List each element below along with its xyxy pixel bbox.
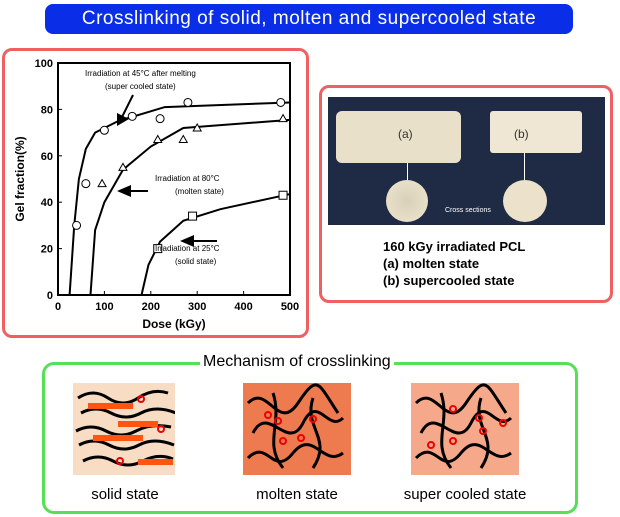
curve-solid xyxy=(140,193,291,296)
arrow-a xyxy=(407,163,408,180)
plot-frame xyxy=(57,62,291,296)
x-tick-label: 300 xyxy=(188,301,206,313)
annotation-arrowhead xyxy=(180,235,194,247)
y-tick-label: 20 xyxy=(41,244,53,256)
pcl-caption-line3: (b) supercooled state xyxy=(383,273,515,288)
slide-title: Crosslinking of solid, molten and superc… xyxy=(45,4,573,34)
annotation-arrowhead xyxy=(117,113,129,126)
point-supercooled xyxy=(276,97,286,107)
x-tick-label: 200 xyxy=(142,301,160,313)
point-supercooled xyxy=(155,114,165,124)
cross-sections-label: Cross sections xyxy=(445,207,491,214)
point-molten xyxy=(118,162,128,171)
mechanism-title: Mechanism of crosslinking xyxy=(200,353,394,371)
label-a: (a) xyxy=(398,127,413,141)
y-tick-label: 40 xyxy=(41,197,53,209)
pcl-photo: (a) (b) Cross sections xyxy=(328,97,605,225)
x-tick-label: 100 xyxy=(95,301,113,313)
annotation-line1: Irradiation at 80°C xyxy=(155,174,220,183)
curve-molten xyxy=(89,118,291,296)
label-b: (b) xyxy=(514,127,529,141)
y-tick-label: 0 xyxy=(47,290,53,302)
molten-state-diagram xyxy=(243,383,351,475)
x-tick-label: 400 xyxy=(234,301,252,313)
sample-a-cross-section xyxy=(386,180,428,222)
x-axis-label: Dose (kGy) xyxy=(142,317,205,331)
solid-state-diagram xyxy=(73,383,175,475)
annotation-line1: Irradiation at 45°C after melting xyxy=(85,69,196,78)
point-solid xyxy=(278,190,288,200)
point-supercooled xyxy=(127,111,137,121)
point-supercooled xyxy=(72,220,82,230)
annotation-line2: (super cooled state) xyxy=(105,82,176,91)
pcl-caption-line2: (a) molten state xyxy=(383,256,480,271)
y-axis-label: Gel fraction(%) xyxy=(13,136,27,221)
pcl-caption-line1: 160 kGy irradiated PCL xyxy=(383,239,526,254)
sample-b-rod xyxy=(490,111,582,153)
annotation-line1: Irradiation at 25°C xyxy=(155,244,220,253)
annotation-line2: (solid state) xyxy=(175,257,217,266)
sample-a-rod xyxy=(336,111,461,163)
molten-state-label: molten state xyxy=(256,486,338,503)
supercooled-state-diagram xyxy=(411,383,519,475)
x-tick-label: 0 xyxy=(55,301,61,313)
point-supercooled xyxy=(99,125,109,135)
supercooled-state-label: super cooled state xyxy=(403,486,527,503)
point-supercooled xyxy=(183,97,193,107)
sample-b-cross-section xyxy=(503,180,547,222)
point-supercooled xyxy=(81,179,91,189)
y-tick-label: 60 xyxy=(41,151,53,163)
annotation-line2: (molten state) xyxy=(175,187,224,196)
solid-state-label: solid state xyxy=(91,486,159,503)
point-solid xyxy=(188,211,198,221)
y-tick-label: 100 xyxy=(35,58,53,70)
annotation-arrowhead xyxy=(117,185,131,197)
y-tick-label: 80 xyxy=(41,104,53,116)
x-tick-label: 500 xyxy=(281,301,299,313)
point-solid xyxy=(153,244,163,254)
arrow-b xyxy=(524,153,525,180)
point-molten xyxy=(97,178,107,188)
curve-supercooled xyxy=(68,101,291,296)
point-molten xyxy=(278,113,288,123)
point-molten xyxy=(192,122,203,132)
point-molten xyxy=(152,134,163,144)
pcl-caption: 160 kGy irradiated PCL (a) molten state … xyxy=(383,238,525,289)
point-molten xyxy=(178,134,189,144)
